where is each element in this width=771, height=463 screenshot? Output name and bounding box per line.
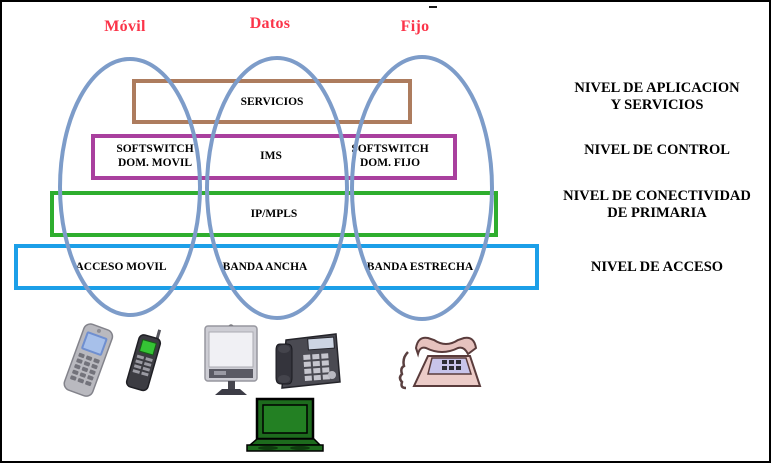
laptop-icon — [246, 397, 324, 452]
level-label-acceso: NIVEL DE ACCESO — [590, 259, 724, 275]
banda-ancha-label: BANDA ANCHA — [222, 261, 308, 273]
ip-mpls-box: IP/MPLS — [50, 191, 498, 237]
level-aplicacion-line2: Y SERVICIOS — [610, 97, 704, 114]
pda-mobile-phone-icon — [63, 323, 114, 397]
ims-label: IMS — [260, 150, 282, 163]
level-label-aplicacion: NIVEL DE APLICACION Y SERVICIOS — [542, 80, 769, 114]
ip-mpls-label: IP/MPLS — [250, 208, 298, 220]
level-conectividad-line2: DE PRIMARIA — [607, 205, 707, 222]
acceso-box: ACCESO MOVIL BANDA ANCHA BANDA ESTRECHA — [14, 244, 539, 290]
softswitch-movil-line1: SOFTSWITCH — [116, 143, 194, 156]
acceso-movil-label: ACCESO MOVIL — [75, 261, 167, 273]
level-conectividad-line1: NIVEL DE CONECTIVIDAD — [563, 188, 751, 204]
softswitch-dom-movil-label: SOFTSWITCH DOM. MOVIL — [95, 143, 215, 171]
control-box: SOFTSWITCH DOM. MOVIL IMS SOFTSWITCH DOM… — [91, 134, 457, 180]
softswitch-fijo-line2: DOM. FIJO — [359, 157, 421, 169]
level-aplicacion-line1: NIVEL DE APLICACION — [574, 80, 740, 96]
servicios-label: SERVICIOS — [240, 95, 304, 108]
servicios-box: SERVICIOS — [132, 79, 412, 124]
column-label-fijo: Fijo — [400, 18, 430, 35]
desktop-monitor-icon — [204, 324, 258, 395]
cellular-phone-icon — [125, 329, 162, 392]
classic-telephone-icon — [398, 336, 482, 390]
column-label-datos: Datos — [249, 15, 291, 32]
column-label-movil: Móvil — [104, 18, 146, 35]
level-label-control: NIVEL DE CONTROL — [584, 142, 730, 158]
office-desk-phone-icon — [275, 333, 341, 389]
softswitch-movil-line2: DOM. MOVIL — [117, 157, 193, 169]
softswitch-fijo-line1: SOFTSWITCH — [351, 143, 429, 156]
level-label-conectividad: NIVEL DE CONECTIVIDAD DE PRIMARIA — [542, 188, 769, 222]
banda-estrecha-label: BANDA ESTRECHA — [366, 261, 474, 273]
stray-mark — [429, 6, 437, 8]
softswitch-dom-fijo-label: SOFTSWITCH DOM. FIJO — [327, 143, 453, 171]
